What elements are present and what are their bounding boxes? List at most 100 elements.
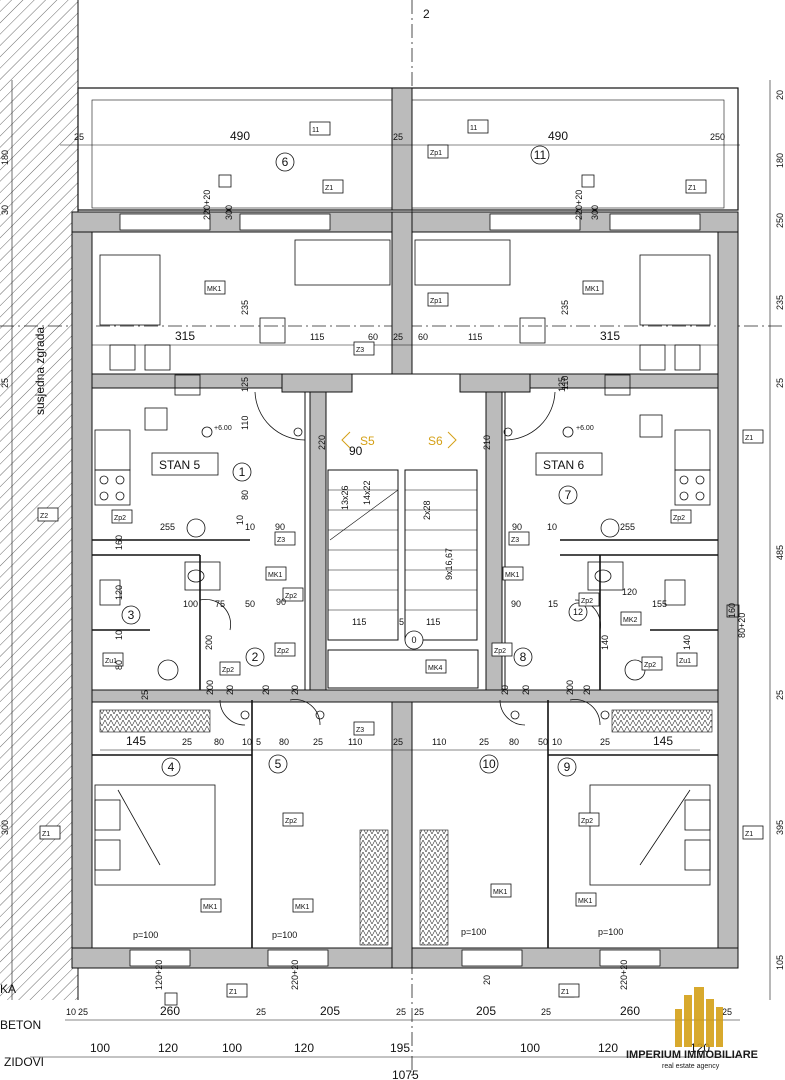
windows [119,213,701,967]
dimension-text: 90 [275,522,285,532]
dimension-text: 220+20 [619,960,629,990]
dimension-text: 115 [468,332,482,342]
element-tag: MK2 [623,617,638,624]
dimension-text: 300 [0,820,10,835]
stair-label-s6: S6 [428,434,443,448]
dimension-text: 220+20 [574,190,584,220]
tag-box [685,179,707,194]
tag-box [39,825,61,840]
room-number: 12 [573,607,583,617]
dimension-text: 140 [600,635,610,650]
dimension-text: 205 [476,1004,496,1018]
dimension-text: 25 [775,378,785,388]
element-tag: Z3 [356,727,364,734]
element-tag: Z1 [688,185,696,192]
element-tag: Z3 [277,537,285,544]
dimension-text: 250 [710,132,725,142]
tag-box [37,507,59,522]
row-label-ka: KA [0,982,16,996]
dimension-text: 25 [775,690,785,700]
dimension-text: 20 [582,685,592,695]
element-tag: MK1 [505,572,520,579]
dimension-text: 25 [256,1007,266,1017]
tag-box [282,587,304,602]
dimension-text: 250 [775,213,785,228]
stair-run-label: 13x26 [340,485,350,510]
dimension-text: 50 [245,599,255,609]
element-tag: Zp2 [277,648,289,655]
dimension-text: 80 [214,737,224,747]
dimension-text: 30 [0,205,10,215]
unit-label-stan5: STAN 5 [159,458,200,472]
dimension-text: 110 [348,737,362,747]
tag-box [427,292,449,307]
neighbour-building [0,0,78,1000]
dimension-text: 160 [114,535,124,550]
element-tag: Z1 [561,989,569,996]
dimension-text: 220+20 [202,190,212,220]
dimension-text: p=100 [598,927,623,937]
tag-box [322,179,344,194]
tag-box [578,812,600,827]
element-tag: MK1 [585,286,600,293]
room-number: 1 [239,465,246,479]
element-tag: 11 [470,125,477,132]
dimension-text: 180 [775,153,785,168]
dimension-text: 220 [317,435,327,450]
tag-box [578,592,600,607]
dimension-text: 145 [653,734,673,748]
element-tag: Zp2 [644,662,656,669]
element-tag: Zu1 [679,658,691,665]
dimension-text: 315 [600,329,620,343]
element-tag: Z1 [229,989,237,996]
tag-box [582,280,604,295]
dimension-text: 195 [390,1041,410,1055]
dimension-text: 90 [349,444,363,458]
element-tag: Z1 [42,831,50,838]
dimension-text: 90 [511,599,521,609]
dimension-text: 20 [225,685,235,695]
tag-box [282,812,304,827]
tag-box [353,341,375,356]
tag-box [676,652,698,667]
room-number: 5 [275,757,282,771]
dimension-text: 20 [290,685,300,695]
axis-label-top: 2 [423,7,430,21]
tag-box [742,429,764,444]
dimension-text: 80 [114,660,124,670]
dimension-text: p=100 [461,927,486,937]
dimension-text: 220+20 [290,960,300,990]
element-tag: MK4 [428,665,443,672]
tag-box [102,652,124,667]
tag-box [274,642,296,657]
tag-box [274,531,296,546]
stair-run-label: 9x16,67 [444,548,454,580]
dimension-text: 105 [775,955,785,970]
dimension-text: 25 [393,332,403,342]
dimension-text: 50 [538,737,548,747]
dimension-text: 200 [204,635,214,650]
dimension-text: 120 [598,1041,618,1055]
beds [94,784,711,886]
dimension-text: 20 [500,685,510,695]
room-number: 8 [520,650,527,664]
agency-tagline: real estate agency [662,1063,720,1070]
dimension-text: 20 [261,685,271,695]
element-tag: Z3 [356,347,364,354]
dimension-text: 120 [622,587,637,597]
dimension-text: 15 [548,599,558,609]
room-number: 11 [534,148,547,162]
dimension-text: 60 [368,332,378,342]
dimension-text: 205 [320,1004,340,1018]
stair-run-label: 14x22 [362,480,372,505]
dimension-text: 145 [126,734,146,748]
dimension-text: 490 [548,129,568,143]
stair-run-label: 2x28 [422,500,432,520]
dimension-text: 115 [426,617,440,627]
dimension-text: 25 [140,690,150,700]
bottom-total-dimension: 1075 [392,1068,419,1080]
dimension-text: 100 [90,1041,110,1055]
tag-box [575,892,597,907]
tag-box [508,531,530,546]
